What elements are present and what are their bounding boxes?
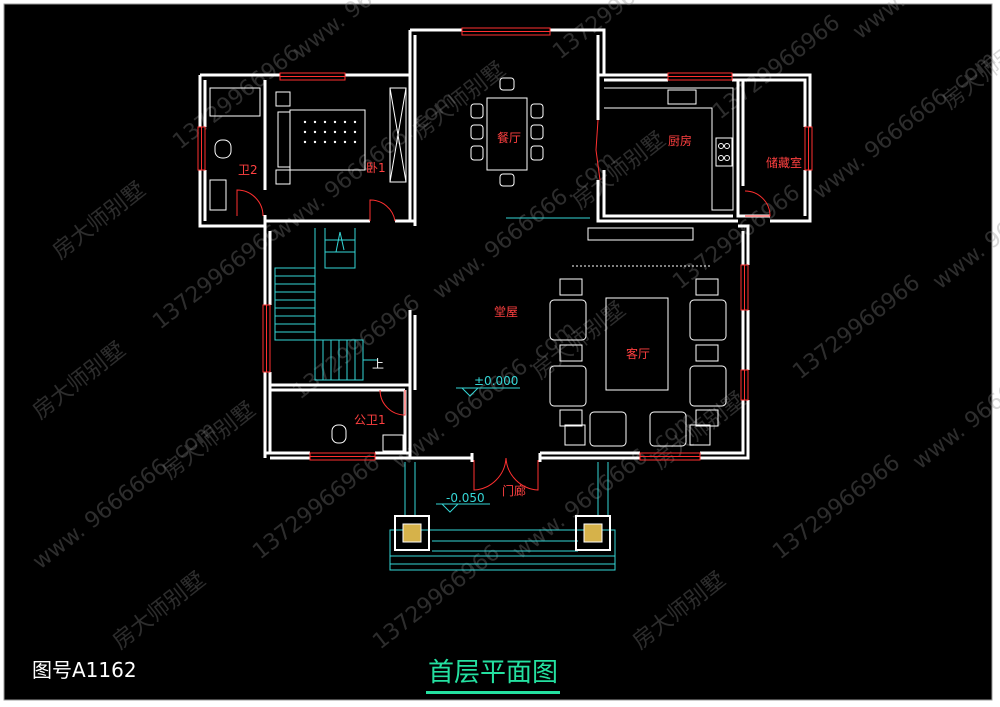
room-label-hall: 堂屋 xyxy=(494,305,518,319)
door-entrance xyxy=(473,457,539,491)
kitchen-sliding-door xyxy=(595,119,601,181)
stair-up-label: 上 xyxy=(372,357,384,371)
bed-dots xyxy=(303,120,357,144)
sofa-bottom-2 xyxy=(649,411,687,447)
window-living-right-2 xyxy=(740,369,749,401)
drawing-number: 图号A1162 xyxy=(32,658,137,682)
room-label-dining: 餐厅 xyxy=(497,130,521,145)
window-bedroom xyxy=(279,72,346,81)
column-right xyxy=(575,515,611,551)
room-label-bath2: 卫2 xyxy=(238,163,258,177)
window-kitchen xyxy=(667,72,733,81)
window-living-right-1 xyxy=(740,264,749,311)
porch xyxy=(389,462,616,571)
room-label-bedroom1: 卧1 xyxy=(366,161,386,175)
wc-bath2 xyxy=(214,139,232,159)
armchair-left-2 xyxy=(549,365,587,407)
doors xyxy=(236,189,771,491)
window-dining xyxy=(461,27,551,36)
basin-public-bath xyxy=(382,434,404,452)
room-label-entrance: 门廊 xyxy=(502,483,526,498)
room-label-kitchen: 厨房 xyxy=(668,133,692,148)
staircase xyxy=(274,228,378,381)
window-storage xyxy=(804,126,813,171)
room-label-storage: 储藏室 xyxy=(766,155,802,170)
nightstand-2 xyxy=(275,169,291,185)
window-stair xyxy=(262,304,271,373)
level-marker-floor xyxy=(456,387,520,397)
door-bath2 xyxy=(236,189,264,217)
basin-bath2 xyxy=(209,179,227,211)
wc-public-bath xyxy=(331,424,347,444)
nightstand-1 xyxy=(275,91,291,107)
room-label-living: 客厅 xyxy=(626,346,650,361)
armchair-right-1 xyxy=(689,299,727,341)
window-public-bath xyxy=(309,452,376,461)
furniture xyxy=(209,77,734,452)
armchair-left-1 xyxy=(549,299,587,341)
level-porch-label: -0.050 xyxy=(446,491,485,505)
level-marker-porch xyxy=(436,503,490,513)
room-label-public-bath1: 公卫1 xyxy=(354,413,386,427)
window-bath2 xyxy=(197,126,206,171)
dining-table xyxy=(486,97,528,171)
shower-tray xyxy=(209,87,261,117)
armchair-right-2 xyxy=(689,365,727,407)
column-left xyxy=(394,515,430,551)
sofa-bottom-1 xyxy=(589,411,627,447)
wardrobe xyxy=(389,87,407,183)
window-living-bottom xyxy=(639,452,701,461)
windows xyxy=(197,27,813,461)
door-bedroom xyxy=(369,199,396,222)
coffee-table xyxy=(605,297,669,391)
level-floor-label: ±0.000 xyxy=(474,374,518,388)
door-public-bath xyxy=(379,389,406,416)
sheet-title: 首层平面图 xyxy=(426,652,561,694)
door-storage xyxy=(744,190,771,217)
